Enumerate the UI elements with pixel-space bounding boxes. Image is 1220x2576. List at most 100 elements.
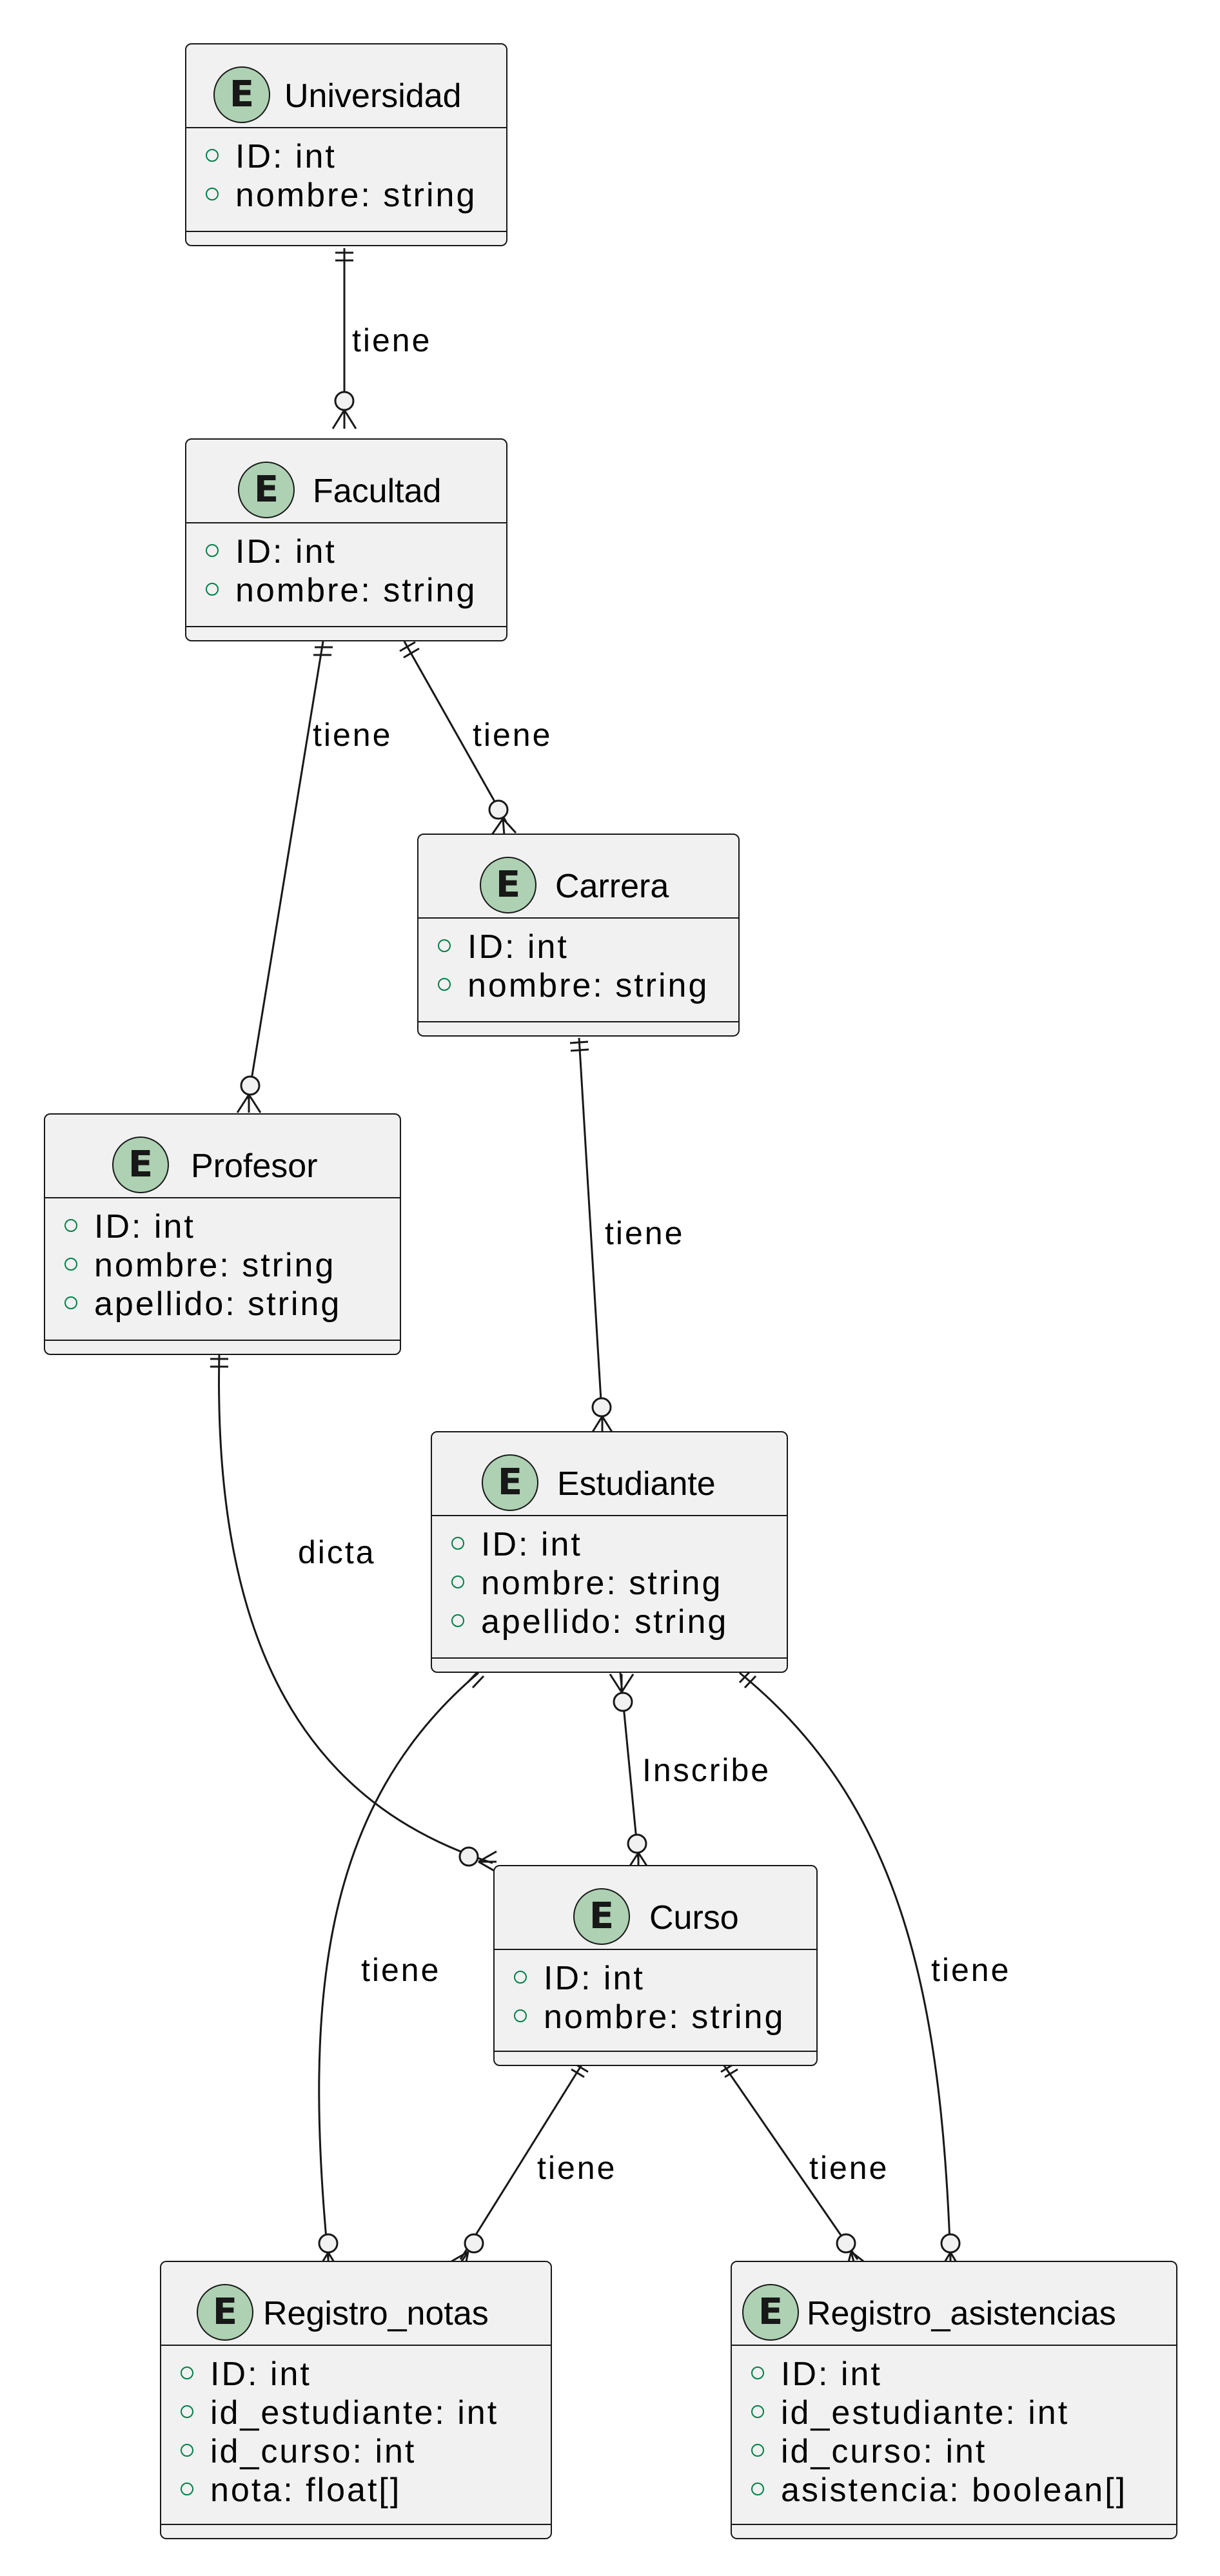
exactly-one-marker-facultad-right bbox=[399, 641, 420, 659]
entity-badge-icon: E bbox=[480, 857, 536, 913]
entity-curso[interactable]: E Curso ID: int nombre: string bbox=[493, 1865, 818, 2066]
attribute: ID: int bbox=[495, 1959, 816, 1998]
public-visibility-icon bbox=[206, 149, 219, 162]
public-visibility-icon bbox=[514, 2009, 527, 2022]
attribute: id_estudiante: int bbox=[161, 2394, 551, 2432]
attribute-list: ID: int nombre: string apellido: string bbox=[432, 1525, 787, 1641]
divider bbox=[418, 917, 738, 919]
attribute-text: ID: int bbox=[481, 1526, 582, 1563]
attribute-text: nombre: string bbox=[467, 967, 709, 1004]
entity-header: E Estudiante bbox=[432, 1432, 787, 1515]
attribute-text: ID: int bbox=[94, 1208, 195, 1245]
divider bbox=[495, 2051, 816, 2052]
edge-curso-registro_asistencias bbox=[721, 2062, 859, 2260]
exactly-one-marker-carrera bbox=[569, 1040, 589, 1052]
attribute-text: ID: int bbox=[467, 928, 569, 966]
edge-facultad-profesor bbox=[247, 641, 324, 1100]
public-visibility-icon bbox=[751, 2483, 764, 2495]
entity-universidad[interactable]: E Universidad ID: int nombre: string bbox=[185, 43, 507, 246]
attribute: id_curso: int bbox=[732, 2432, 1176, 2471]
attribute-list: ID: int nombre: string bbox=[418, 928, 738, 1005]
attribute: nombre: string bbox=[432, 1564, 787, 1603]
public-visibility-icon bbox=[64, 1296, 77, 1309]
entity-badge-icon: E bbox=[482, 1454, 538, 1511]
relationship-label: dicta bbox=[298, 1534, 376, 1570]
divider bbox=[495, 1949, 816, 1950]
attribute-list: ID: int id_estudiante: int id_curso: int… bbox=[161, 2355, 551, 2510]
attribute-list: ID: int id_estudiante: int id_curso: int… bbox=[732, 2355, 1176, 2510]
edge-curso-registro_notas bbox=[459, 2062, 584, 2260]
entity-header: E Registro_asistencias bbox=[732, 2262, 1176, 2345]
entity-name: Registro_notas bbox=[263, 2295, 489, 2332]
entity-registro-asistencias[interactable]: E Registro_asistencias ID: int id_estudi… bbox=[731, 2261, 1177, 2539]
entity-profesor[interactable]: E Profesor ID: int nombre: string apelli… bbox=[44, 1113, 401, 1355]
public-visibility-icon bbox=[64, 1258, 77, 1271]
entity-carrera[interactable]: E Carrera ID: int nombre: string bbox=[417, 834, 740, 1037]
divider bbox=[732, 2524, 1176, 2525]
public-visibility-icon bbox=[64, 1219, 77, 1232]
attribute-text: id_estudiante: int bbox=[781, 2394, 1070, 2432]
optional-marker-registro-notas-left bbox=[318, 2233, 339, 2254]
divider bbox=[186, 127, 506, 128]
public-visibility-icon bbox=[206, 544, 219, 557]
public-visibility-icon bbox=[451, 1614, 464, 1627]
attribute-text: ID: int bbox=[781, 2356, 882, 2393]
attribute-text: apellido: string bbox=[481, 1603, 729, 1641]
entity-header: E Profesor bbox=[45, 1115, 400, 1197]
attribute: id_curso: int bbox=[161, 2432, 551, 2471]
optional-marker-registro-notas-right bbox=[464, 2233, 484, 2254]
entity-header: E Curso bbox=[495, 1866, 816, 1949]
attribute-text: id_curso: int bbox=[210, 2433, 417, 2470]
attribute-list: ID: int nombre: string bbox=[186, 137, 506, 215]
exactly-one-marker-estudiante-right bbox=[738, 1670, 757, 1689]
attribute: ID: int bbox=[161, 2355, 551, 2394]
public-visibility-icon bbox=[181, 2366, 193, 2379]
attribute-text: apellido: string bbox=[94, 1285, 342, 1323]
crowfoot-carrera bbox=[490, 817, 517, 836]
public-visibility-icon bbox=[751, 2405, 764, 2418]
entity-estudiante[interactable]: E Estudiante ID: int nombre: string apel… bbox=[431, 1431, 788, 1673]
entity-header: E Universidad bbox=[186, 44, 506, 127]
entity-badge-icon: E bbox=[742, 2284, 799, 2341]
relationship-label: tiene bbox=[605, 1215, 684, 1251]
attribute: ID: int bbox=[186, 532, 506, 571]
divider bbox=[432, 1657, 787, 1659]
attribute: ID: int bbox=[186, 137, 506, 176]
attribute-list: ID: int nombre: string bbox=[495, 1959, 816, 2036]
attribute-list: ID: int nombre: string apellido: string bbox=[45, 1207, 400, 1323]
attribute: nota: float[] bbox=[161, 2471, 551, 2510]
public-visibility-icon bbox=[451, 1537, 464, 1550]
attribute: ID: int bbox=[45, 1207, 400, 1246]
crowfoot-profesor bbox=[236, 1094, 262, 1113]
public-visibility-icon bbox=[206, 188, 219, 200]
entity-name: Curso bbox=[649, 1899, 739, 1937]
entity-badge-icon: E bbox=[112, 1137, 169, 1193]
public-visibility-icon bbox=[438, 939, 451, 952]
entity-registro-notas[interactable]: E Registro_notas ID: int id_estudiante: … bbox=[160, 2261, 552, 2539]
optional-marker-registro-asistencias-left bbox=[836, 2233, 856, 2254]
relationship-label: Inscribe bbox=[642, 1752, 771, 1788]
divider bbox=[186, 231, 506, 232]
attribute: nombre: string bbox=[186, 176, 506, 215]
attribute-text: ID: int bbox=[235, 533, 337, 571]
public-visibility-icon bbox=[206, 583, 219, 596]
relationship-label: tiene bbox=[361, 1952, 440, 1988]
exactly-one-marker-universidad bbox=[335, 251, 353, 262]
public-visibility-icon bbox=[181, 2405, 193, 2418]
optional-marker-estudiante-top bbox=[591, 1397, 612, 1418]
entity-facultad[interactable]: E Facultad ID: int nombre: string bbox=[185, 438, 507, 641]
public-visibility-icon bbox=[514, 1971, 527, 1984]
attribute: id_estudiante: int bbox=[732, 2394, 1176, 2432]
exactly-one-marker-curso-left bbox=[571, 2063, 589, 2078]
divider bbox=[161, 2524, 551, 2525]
divider bbox=[732, 2345, 1176, 2346]
edge-estudiante-registro_asistencias bbox=[739, 1672, 952, 2260]
attribute: nombre: string bbox=[45, 1246, 400, 1285]
public-visibility-icon bbox=[181, 2483, 193, 2495]
attribute-text: nota: float[] bbox=[210, 2472, 402, 2509]
optional-marker-registro-asistencias-right bbox=[940, 2233, 961, 2254]
attribute: ID: int bbox=[418, 928, 738, 966]
entity-badge-icon: E bbox=[573, 1888, 630, 1945]
entity-header: E Carrera bbox=[418, 835, 738, 917]
